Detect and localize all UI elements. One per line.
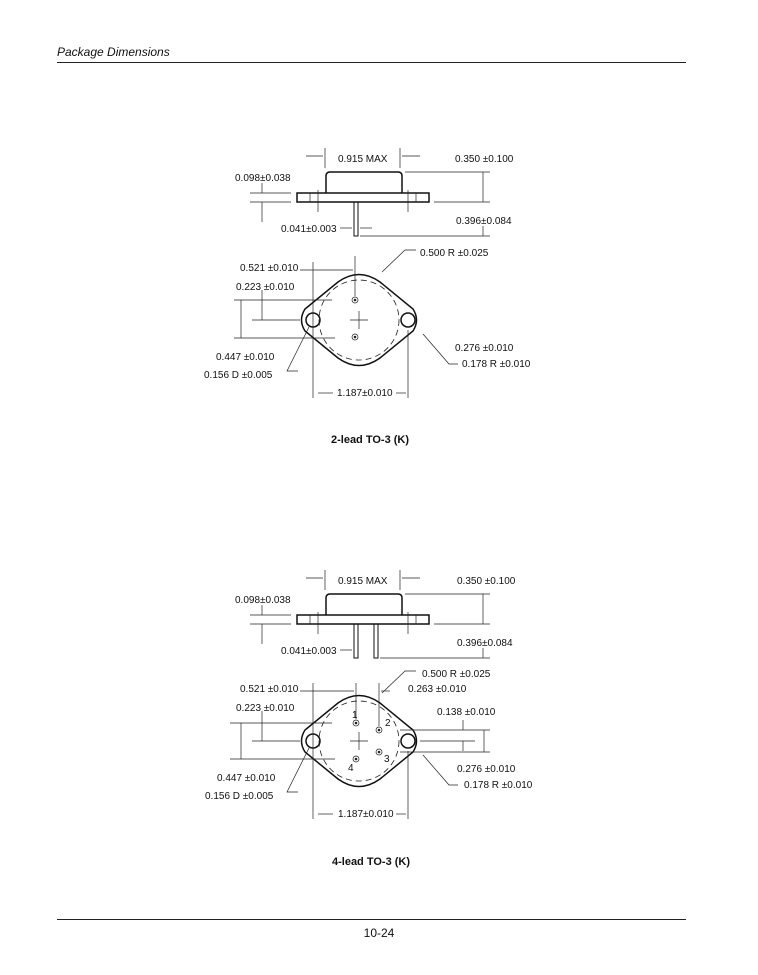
- dim-offset-x: 0.521 ±0.010: [240, 263, 299, 274]
- dim-body-radius: 0.500 R ±0.025: [422, 669, 491, 680]
- dim-offset-x: 0.521 ±0.010: [240, 684, 299, 695]
- figure-4-lead-to3: 0.915 MAX 0.350 ±0.100 0.098±0.038 0.396…: [205, 570, 533, 868]
- figure-caption: 4-lead TO-3 (K): [332, 856, 410, 868]
- dim-hole-spacing: 1.187±0.010: [337, 388, 393, 399]
- dim-lobe-width: 0.276 ±0.010: [457, 764, 516, 775]
- dim-body-radius: 0.500 R ±0.025: [420, 248, 489, 259]
- pin-number-3: 3: [384, 754, 390, 765]
- dim-lobe-radius: 0.178 R ±0.010: [462, 359, 531, 370]
- figure-2-lead-to3: 0.915 MAX 0.350 ±0.100 0.098±0.038 0.396…: [204, 148, 531, 446]
- page-number: 10-24: [363, 926, 395, 940]
- dim-flange-thickness: 0.098±0.038: [235, 173, 291, 184]
- dim-flange-thickness: 0.098±0.038: [235, 595, 291, 606]
- dim-lobe-radius: 0.178 R ±0.010: [464, 780, 533, 791]
- pin-number-4: 4: [348, 763, 354, 774]
- header-rule: [57, 62, 686, 63]
- dim-width-max: 0.915 MAX: [338, 576, 388, 587]
- dim-hole-diameter: 0.156 D ±0.005: [205, 791, 274, 802]
- dim-pin-length: 0.396±0.084: [457, 638, 513, 649]
- dim-pin-spacing: 0.447 ±0.010: [216, 352, 275, 363]
- bottom-view: [230, 670, 490, 819]
- dim-pin-diameter: 0.041±0.003: [281, 646, 337, 657]
- dim-hole-spacing: 1.187±0.010: [338, 809, 394, 820]
- side-view: [250, 148, 490, 237]
- dim-pin-length: 0.396±0.084: [456, 216, 512, 227]
- dim-lobe-width: 0.276 ±0.010: [455, 343, 514, 354]
- dim-pin-spacing: 0.447 ±0.010: [217, 773, 276, 784]
- dim-width-max: 0.915 MAX: [338, 154, 388, 165]
- dim-hole-diameter: 0.156 D ±0.005: [204, 370, 273, 381]
- bottom-view: [234, 249, 458, 398]
- dim-height: 0.350 ±0.100: [455, 154, 514, 165]
- footer-rule: [57, 919, 686, 920]
- side-view: [250, 570, 490, 659]
- pin-number-1: 1: [352, 710, 358, 721]
- figure-caption: 2-lead TO-3 (K): [331, 434, 409, 446]
- dim-pin-offset-x2: 0.263 ±0.010: [408, 684, 467, 695]
- dim-height: 0.350 ±0.100: [457, 576, 516, 587]
- dim-pin-diameter: 0.041±0.003: [281, 224, 337, 235]
- dim-pin-offset-y2: 0.138 ±0.010: [437, 707, 496, 718]
- dim-pin-offset: 0.223 ±0.010: [236, 703, 295, 714]
- page-header-title: Package Dimensions: [57, 45, 170, 59]
- dim-pin-offset: 0.223 ±0.010: [236, 282, 295, 293]
- pin-number-2: 2: [385, 718, 391, 729]
